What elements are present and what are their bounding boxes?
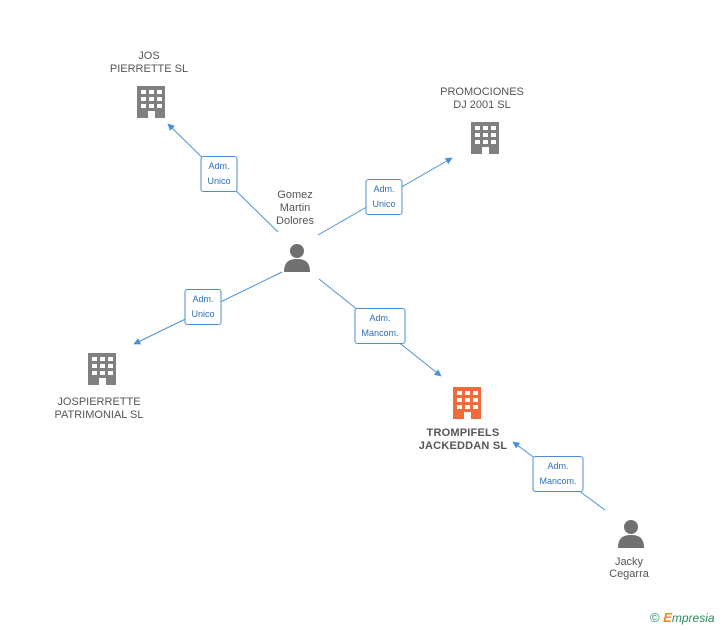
company-label-jospierrette-patrimonial[interactable]: JOSPIERRETTE PATRIMONIAL SL bbox=[54, 396, 144, 421]
brand-logo-initial: E bbox=[663, 610, 672, 625]
person-label-jacky-cegarra[interactable]: Jacky Cegarra bbox=[609, 556, 649, 580]
brand-footer: © Empresia bbox=[650, 610, 715, 625]
building-icon[interactable] bbox=[137, 86, 165, 118]
edge-label-adm-unico: Adm. Unico bbox=[365, 179, 403, 215]
person-icon[interactable] bbox=[618, 520, 644, 548]
building-icon[interactable] bbox=[471, 122, 499, 154]
building-icon[interactable] bbox=[88, 353, 116, 385]
company-label-promociones[interactable]: PROMOCIONES DJ 2001 SL bbox=[440, 86, 524, 111]
edge-label-adm-mancom: Adm. Mancom. bbox=[354, 308, 406, 344]
brand-logo-text: mpresia bbox=[671, 611, 715, 625]
person-icon[interactable] bbox=[284, 244, 310, 272]
edge-label-adm-unico: Adm. Unico bbox=[184, 289, 222, 325]
edge-label-adm-unico: Adm. Unico bbox=[200, 156, 238, 192]
building-icon[interactable] bbox=[453, 387, 481, 419]
copyright-symbol: © bbox=[650, 610, 660, 625]
company-label-trompifels[interactable]: TROMPIFELS JACKEDDAN SL bbox=[418, 427, 508, 452]
company-label-jos-pierrette[interactable]: JOS PIERRETTE SL bbox=[109, 50, 189, 75]
edge-label-adm-mancom: Adm. Mancom. bbox=[532, 456, 584, 492]
person-label-gomez-martin[interactable]: Gomez Martin Dolores bbox=[276, 189, 314, 227]
